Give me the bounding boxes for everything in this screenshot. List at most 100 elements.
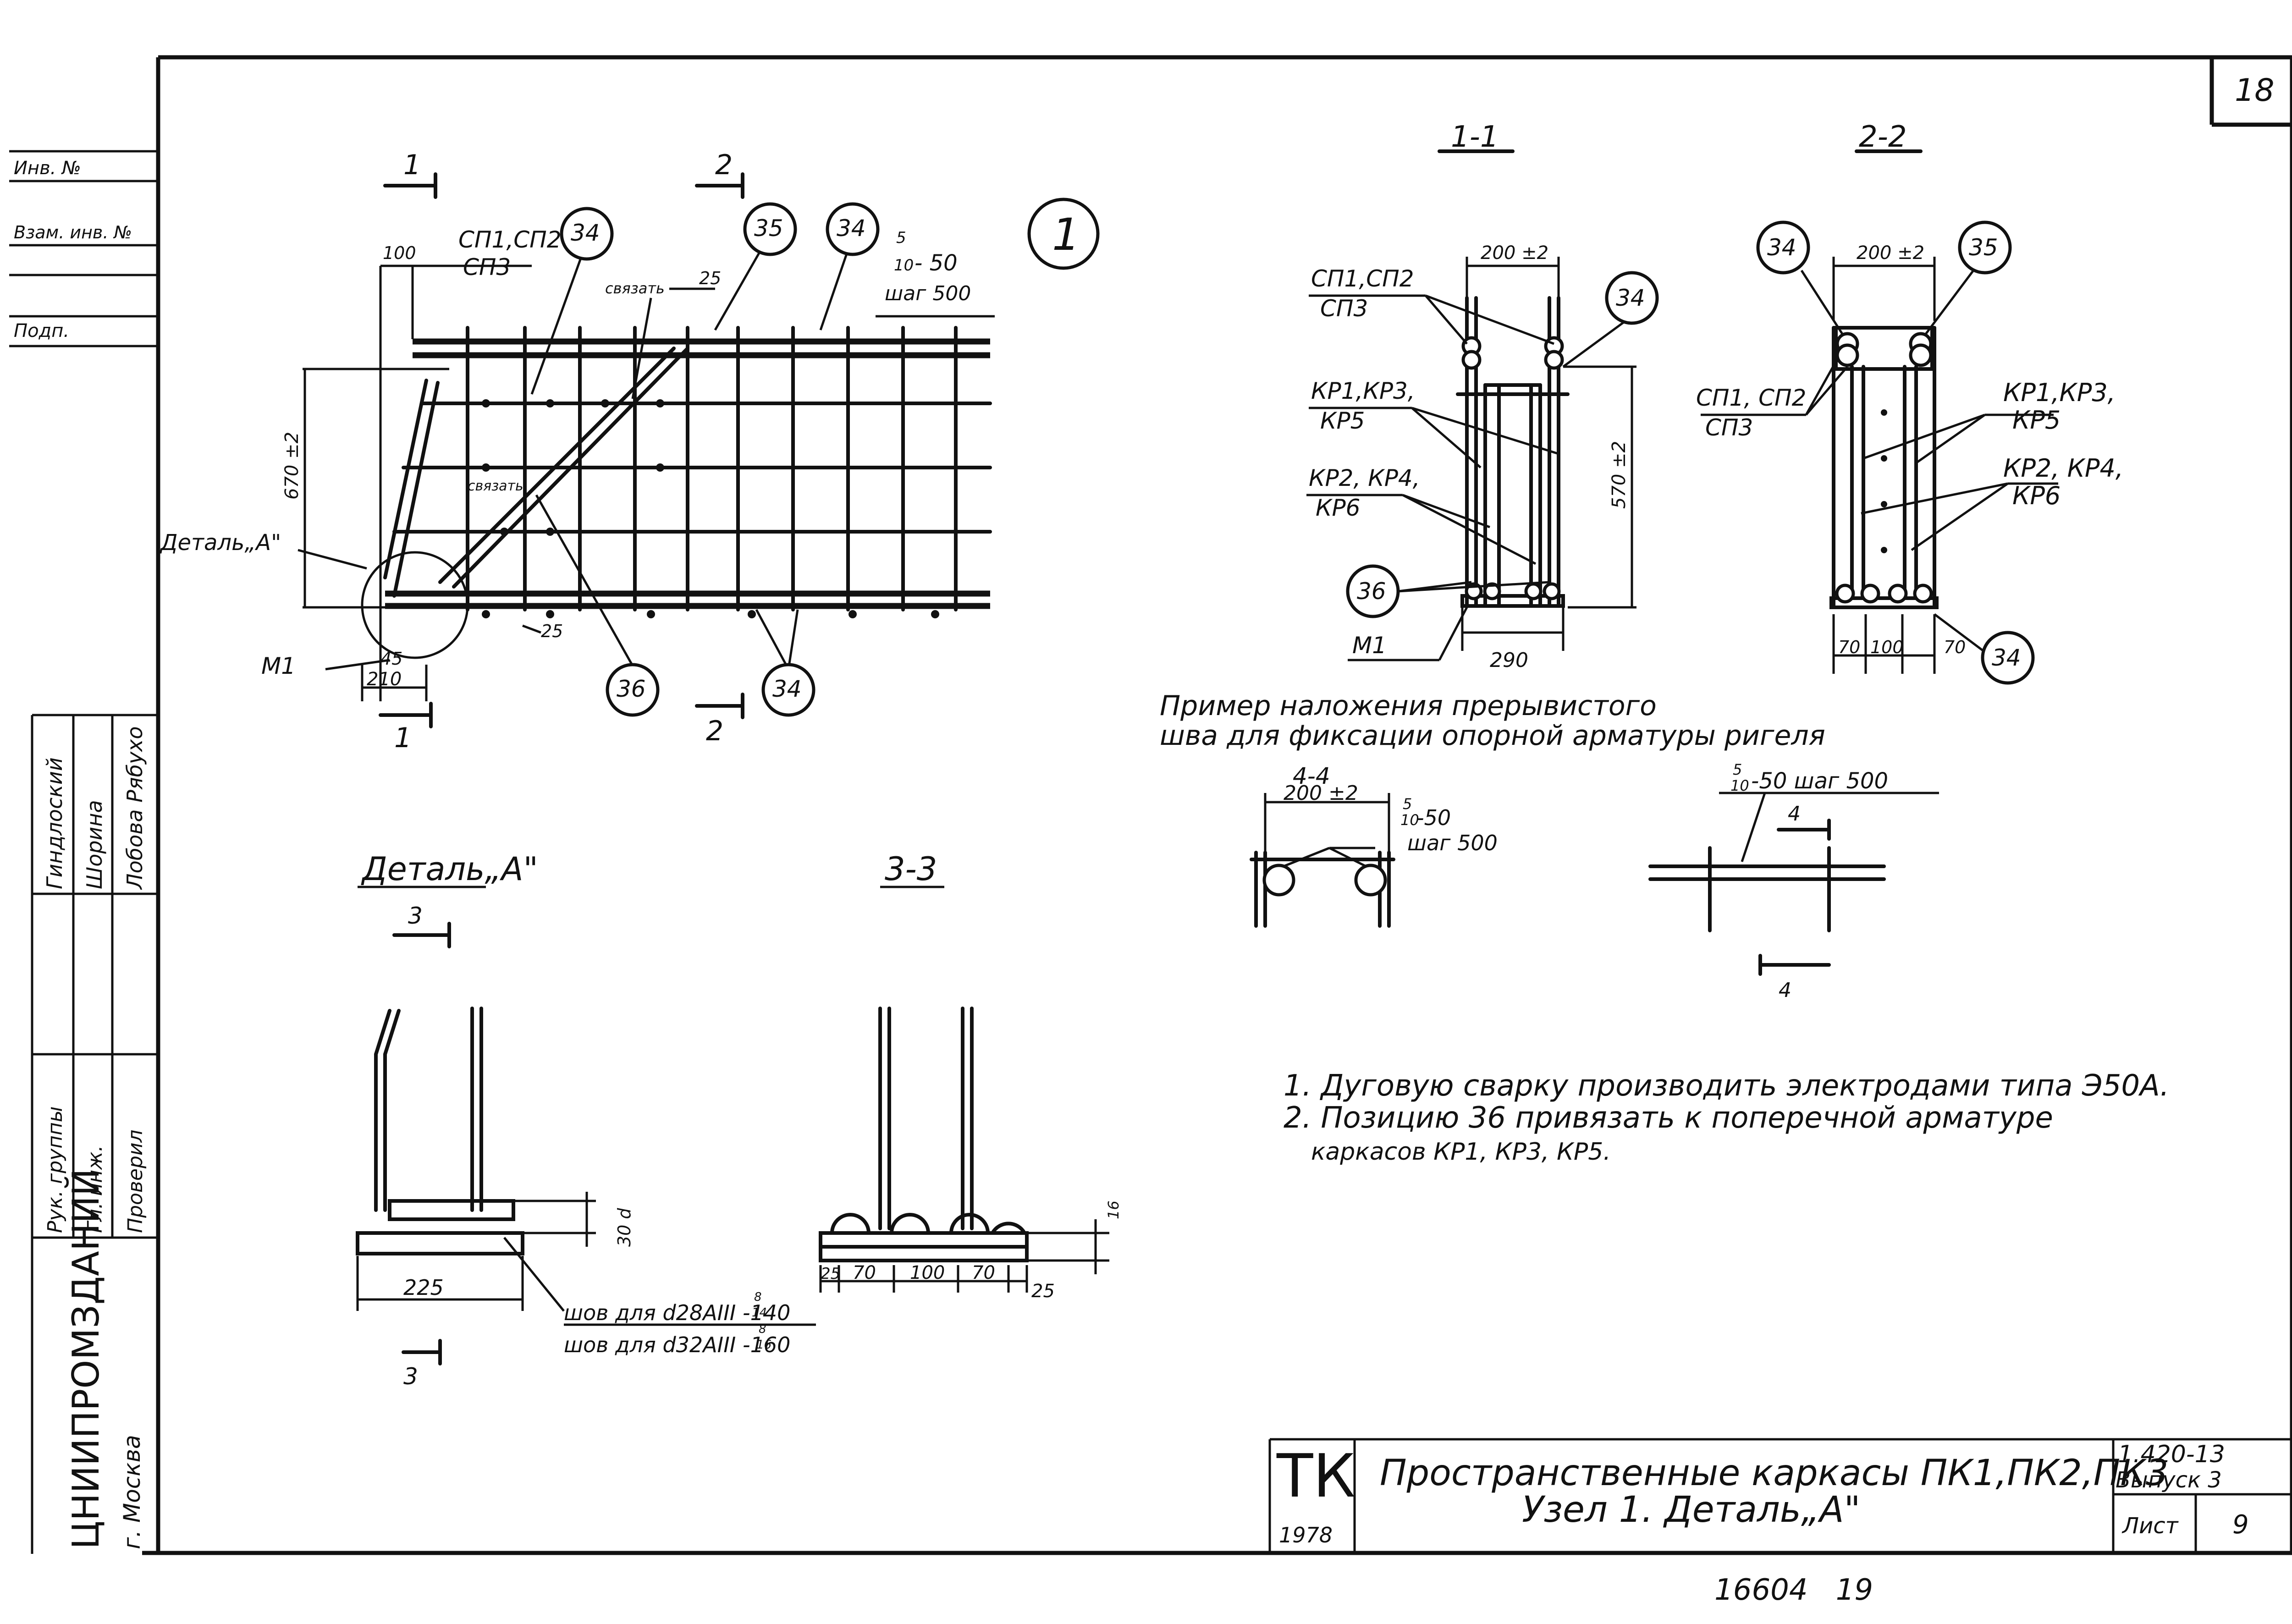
stamp-top-row-2: Взам. инв. №: [14, 222, 132, 242]
stamp-city: г. Москва: [119, 1435, 145, 1549]
stamp-top-row-3: Подп.: [14, 320, 69, 341]
callout-34-a: 34: [571, 220, 600, 246]
s33-dim-16: 16: [1105, 1200, 1122, 1219]
main-view: [298, 172, 995, 728]
s11-label-sp-a: СП1,СП2: [1311, 265, 1414, 292]
s22-label-kr1-b: КР5: [2012, 406, 2061, 435]
label-detail-a: Деталь„А": [160, 530, 281, 556]
stamp-organization: ЦНИИПРОМЗДАНИЙ: [64, 1168, 107, 1549]
stamp-name-1: Гиндлоский: [42, 757, 67, 889]
stamp-top-row-1: Инв. №: [14, 158, 81, 179]
tb-sheet-no: 9: [2232, 1510, 2249, 1540]
dim-670: 670 ±2: [281, 432, 303, 500]
s11-label-kr1-a: КР1,КР3,: [1311, 378, 1415, 404]
detail-a-drawing: [356, 922, 816, 1365]
tb-issue: Выпуск 3: [2116, 1467, 2222, 1493]
weld-side-frac-b: 10: [1730, 777, 1749, 794]
weld-side-frac-a: 5: [1733, 761, 1742, 778]
weld-heading-1: Пример наложения прерывистого: [1160, 690, 1657, 722]
s11-callout-34-circle: [1605, 271, 1659, 325]
section-3-3-title: 3-3: [885, 850, 937, 888]
section-3-3-drawing: [819, 1007, 1109, 1293]
s11-label-kr2-a: КР2, КР4,: [1309, 465, 1420, 491]
dim-45: 45: [380, 649, 402, 669]
bottom-numbers: 16604 19: [1714, 1573, 1873, 1607]
s33-dim-70a: 70: [853, 1262, 876, 1283]
detail-a-frac-2b: 16: [756, 1338, 771, 1352]
s11-label-m1: М1: [1352, 632, 1387, 659]
tb-sheet-label: Лист: [2121, 1513, 2179, 1539]
tb-series: 1.420-13: [2118, 1441, 2225, 1468]
s22-callout-34b: 34: [1992, 644, 2021, 671]
s11-label-kr2-b: КР6: [1316, 495, 1360, 521]
vertical-bars: [466, 326, 958, 611]
s33-dim-25a: 25: [821, 1265, 840, 1283]
node-number-circle: [1027, 198, 1100, 270]
note-2: 2. Позицию 36 привязать к поперечной арм…: [1284, 1101, 2053, 1135]
weld-frac-b: 10: [1400, 811, 1419, 829]
s11-dim-290: 290: [1490, 649, 1528, 672]
weld-mark-4-top: 4: [1788, 802, 1801, 826]
tb-stamp: ТК: [1276, 1441, 1355, 1511]
callout-34-c: 34: [772, 676, 802, 702]
detail-a-section-mark-bottom: 3: [403, 1363, 418, 1390]
callout-36: 36: [617, 676, 646, 702]
stamp-role-1: Рук. группы: [44, 1107, 67, 1233]
detail-a-frac-1b: 14: [752, 1306, 767, 1320]
callout-35: 35: [754, 215, 783, 242]
s11-label-kr1-b: КР5: [1320, 407, 1365, 434]
section-2-2-title: 2-2: [1859, 120, 1907, 154]
section-mark-2-top: 2: [715, 149, 733, 181]
tb-title-1: Пространственные каркасы ПК1,ПК2,ПК3: [1380, 1453, 2168, 1494]
label-sp-top-b: СП3: [463, 254, 511, 281]
callout-34-b: 34: [837, 215, 866, 242]
weld-step: шаг 500: [1407, 831, 1498, 855]
detail-a-weld-note-1: шов для d28АIII -140: [564, 1300, 790, 1325]
s22-dim-70b: 70: [1944, 637, 1966, 657]
s22-label-sp-a: СП1, СП2: [1696, 385, 1806, 411]
s33-dim-70b: 70: [972, 1262, 995, 1283]
s11-callout-34: 34: [1616, 285, 1645, 311]
weld-section-4-4: [1250, 793, 1395, 928]
s22-callout-34: 34: [1767, 234, 1796, 261]
s22-dim-200: 200 ±2: [1857, 242, 1924, 264]
weld-heading-2: шва для фиксации опорной арматуры ригеля: [1160, 720, 1825, 752]
s11-callout-36: 36: [1357, 578, 1386, 605]
weld-len: -50: [1416, 805, 1451, 830]
label-sp-top-a: СП1,СП2: [458, 226, 562, 253]
section-2-2: [1701, 149, 2058, 674]
sheet-frame: [142, 55, 2292, 1555]
label-weld-len: - 50: [915, 250, 958, 276]
dim-100: 100: [383, 243, 416, 263]
side-stamp: [9, 150, 158, 1554]
section-mark-2-bottom: 2: [706, 715, 723, 747]
tb-year: 1978: [1279, 1523, 1333, 1547]
s22-callout-34-circle: [1756, 220, 1810, 275]
s22-dim-70a: 70: [1838, 637, 1860, 657]
note-1: 1. Дуговую сварку производить электродам…: [1284, 1069, 2169, 1103]
s22-label-kr2-b: КР6: [2012, 481, 2061, 510]
callouts-main: [560, 202, 880, 717]
s11-callout-36-circle: [1346, 564, 1400, 618]
weld-side-view: [1648, 792, 1939, 976]
section-1-1: [1306, 149, 1636, 661]
s22-callout-35: 35: [1969, 234, 1998, 261]
label-weld-a: 5: [896, 229, 906, 247]
s22-label-sp-b: СП3: [1705, 414, 1753, 441]
dim-25-top: 25: [699, 268, 721, 288]
stamp-role-2: Гл. инж.: [83, 1145, 107, 1233]
detail-a-title: Деталь„А": [361, 850, 538, 888]
section-mark-1-top: 1: [403, 149, 421, 181]
detail-a-frac-1a: 8: [754, 1290, 762, 1304]
s11-label-sp-b: СП3: [1320, 295, 1368, 322]
weld-dim-200: 200 ±2: [1284, 782, 1358, 805]
weld-mark-4-bottom: 4: [1779, 979, 1791, 1002]
node-number: 1: [1052, 209, 1080, 260]
note-3: каркасов КР1, КР3, КР5.: [1311, 1138, 1611, 1166]
detail-a-section-mark-top: 3: [408, 903, 423, 929]
s22-dim-100: 100: [1870, 637, 1904, 657]
s11-dim-200: 200 ±2: [1481, 242, 1548, 264]
stamp-role-3: Проверил: [124, 1129, 147, 1233]
s22-label-kr2-a: КР2, КР4,: [2003, 454, 2123, 483]
